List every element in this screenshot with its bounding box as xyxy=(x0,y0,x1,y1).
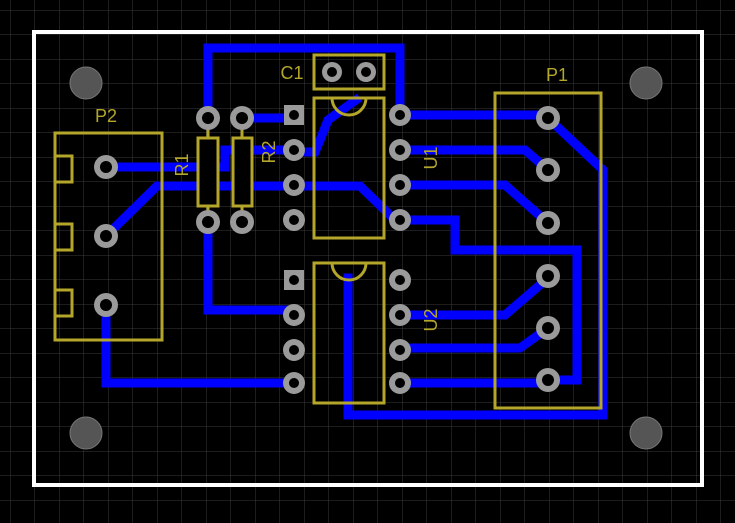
pad-hole xyxy=(542,217,554,229)
pad-hole xyxy=(100,230,112,242)
pad-hole xyxy=(289,180,299,190)
p1-body xyxy=(493,91,603,410)
connector-p1[interactable]: P1 xyxy=(493,65,603,410)
r2-label: R2 xyxy=(259,140,279,163)
pad-hole xyxy=(236,216,248,228)
p2-key xyxy=(55,222,74,252)
pad-hole xyxy=(289,310,299,320)
u2-notch xyxy=(330,262,368,282)
trace xyxy=(343,111,608,420)
pad-hole xyxy=(100,161,112,173)
resistor-r1[interactable]: R1 xyxy=(172,106,220,234)
u2-label: U2 xyxy=(421,308,441,331)
pad-hole xyxy=(289,378,299,388)
pad-hole xyxy=(395,110,405,120)
pad-hole xyxy=(542,164,554,176)
p1-label: P1 xyxy=(546,65,568,85)
r1-label: R1 xyxy=(172,153,192,176)
pad-hole xyxy=(289,275,299,285)
pad-hole xyxy=(395,310,405,320)
trace xyxy=(101,145,299,172)
r1-body xyxy=(196,136,220,208)
pad-hole xyxy=(395,345,405,355)
pad-hole xyxy=(202,216,214,228)
p2-label: P2 xyxy=(95,106,117,126)
pad-hole xyxy=(202,112,214,124)
capacitor-c1[interactable]: C1 xyxy=(280,53,386,91)
pad-hole xyxy=(542,112,554,124)
resistor-r2[interactable]: R2 xyxy=(230,106,279,234)
pad-hole xyxy=(361,67,371,77)
pad-hole xyxy=(289,145,299,155)
p2-key xyxy=(55,288,74,318)
u1-body xyxy=(312,96,386,240)
pad-hole xyxy=(236,112,248,124)
p2-key xyxy=(55,154,74,184)
pad-hole xyxy=(395,145,405,155)
trace xyxy=(395,180,555,230)
c1-label: C1 xyxy=(280,63,303,83)
r2-body xyxy=(231,136,254,208)
mounting-hole-bottom-right xyxy=(629,416,663,450)
trace xyxy=(203,43,405,123)
pad-hole xyxy=(542,374,554,386)
pad-hole xyxy=(395,378,405,388)
u1-notch xyxy=(330,97,368,117)
ic-u2[interactable]: U2 xyxy=(283,261,441,405)
pad-hole xyxy=(289,345,299,355)
pad-hole xyxy=(289,110,299,120)
mounting-hole-top-left xyxy=(69,66,103,100)
trace xyxy=(395,271,555,320)
pad-hole xyxy=(100,299,112,311)
trace xyxy=(101,300,299,388)
pad-hole xyxy=(327,67,337,77)
pad-hole xyxy=(395,180,405,190)
c1-body xyxy=(312,53,386,91)
mounting-hole-bottom-left xyxy=(69,416,103,450)
connector-p2[interactable]: P2 xyxy=(53,106,164,342)
board-outline xyxy=(32,30,704,487)
pad-hole xyxy=(395,215,405,225)
mounting-hole-top-right xyxy=(629,66,663,100)
p2-body xyxy=(53,131,164,342)
u1-label: U1 xyxy=(421,146,441,169)
trace xyxy=(395,215,582,385)
u2-body xyxy=(312,261,386,405)
pad-hole xyxy=(542,322,554,334)
ic-u1[interactable]: U1 xyxy=(283,96,441,240)
pad-hole xyxy=(395,275,405,285)
pad-hole xyxy=(289,215,299,225)
mounting-holes xyxy=(69,66,663,450)
pad-hole xyxy=(542,270,554,282)
